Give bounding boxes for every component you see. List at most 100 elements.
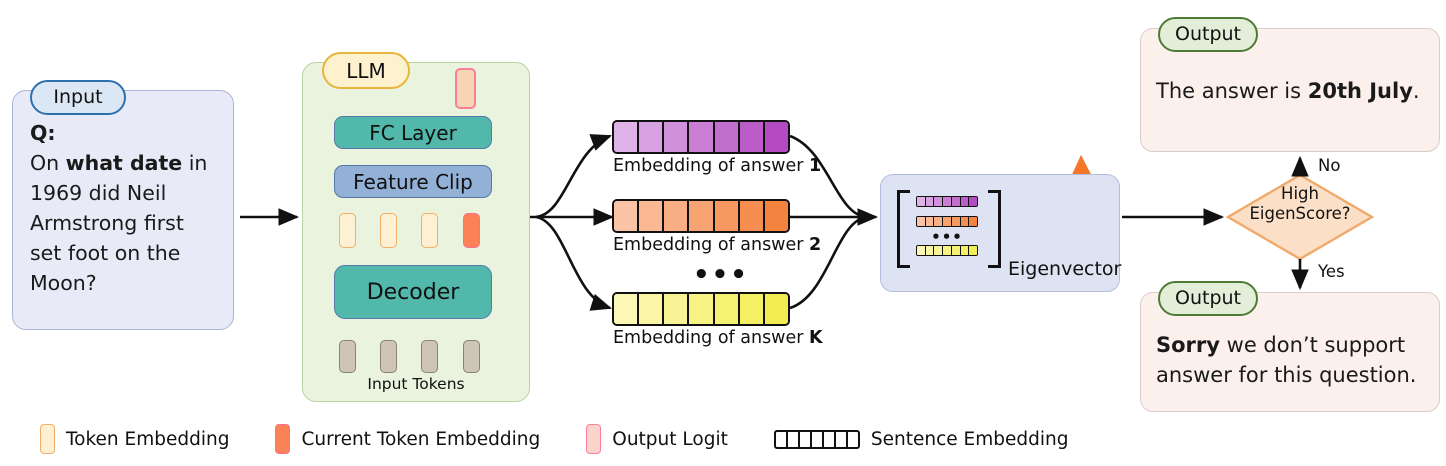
embedding-cell — [764, 294, 788, 324]
edge-label-no: No — [1318, 156, 1341, 175]
embedding-cell — [689, 201, 715, 231]
matrix-cell — [943, 246, 952, 255]
embedding-cell — [714, 294, 740, 324]
sentence-embedding-swatch — [773, 429, 860, 449]
legend-item-output-logit: Output Logit — [586, 424, 728, 454]
eigenvector-label: Eigenvector — [1008, 258, 1122, 280]
embeddings-ellipsis: ••• — [693, 260, 749, 290]
input-tag: Input — [30, 80, 126, 115]
sentence-embedding-cell — [776, 431, 788, 447]
input-question-line: 1969 did Neil — [30, 181, 167, 205]
matrix-cell — [917, 246, 926, 255]
embedding-cell — [664, 201, 690, 231]
matrix-bracket-right — [988, 190, 1001, 268]
input-question-line: Armstrong first — [30, 211, 184, 235]
matrix-cell — [960, 217, 970, 226]
matrix-cell — [925, 217, 935, 226]
input-question-line: Q: — [30, 121, 56, 145]
matrix-bracket-left — [897, 190, 910, 268]
matrix-cell — [951, 217, 961, 226]
output-bottom-text: Sorry we don’t support answer for this qu… — [1156, 330, 1436, 390]
legend: Token Embedding Current Token Embedding Ou… — [40, 419, 1114, 459]
legend-label-output-logit: Output Logit — [612, 428, 728, 450]
arrow-fanout-to-emb-1 — [535, 134, 612, 219]
embedding-cell — [739, 122, 765, 152]
output-bottom-line-2: answer for this question. — [1156, 363, 1417, 387]
embedding-cell — [639, 294, 665, 324]
matrix-row-orange — [916, 216, 978, 227]
embedding-cell — [614, 122, 640, 152]
embedding-cell — [764, 122, 788, 152]
sentence-embedding-cell — [788, 431, 800, 447]
embedding-cell — [639, 201, 665, 231]
embedding-cell — [689, 122, 715, 152]
embedding-cell — [714, 122, 740, 152]
decision-line-2: EigenScore? — [1249, 204, 1351, 223]
legend-label-current-token-embedding: Current Token Embedding — [301, 428, 541, 450]
output-top-text: The answer is 20th July. — [1156, 79, 1420, 103]
embedding-label-answer-K: Embedding of answer K — [613, 328, 823, 348]
embedding-cell — [614, 294, 640, 324]
matrix-ellipsis: ••• — [931, 228, 963, 246]
input-question-line: set foot on the — [30, 241, 181, 265]
sentence-embedding-cell — [848, 432, 858, 447]
sentence-embedding-cell — [836, 431, 848, 447]
current-token-embedding — [463, 213, 480, 248]
input-panel — [12, 90, 234, 330]
matrix-cell — [960, 246, 970, 255]
token-embedding-3 — [421, 213, 438, 248]
embedding-label-answer-1: Embedding of answer 1 — [613, 156, 822, 176]
matrix-cell — [943, 217, 952, 226]
matrix-cell — [969, 217, 977, 226]
embedding-cell — [739, 294, 765, 324]
matrix-cell — [960, 197, 970, 206]
output-bottom-line-1: Sorry we don’t support — [1156, 333, 1406, 357]
legend-item-token-embedding: Token Embedding — [40, 424, 229, 454]
matrix-cell — [969, 197, 977, 206]
legend-label-token-embedding: Token Embedding — [66, 428, 230, 450]
decision-label: High EigenScore? — [1236, 184, 1364, 224]
output-logit-token — [455, 68, 476, 109]
fc-layer-block: FC Layer — [334, 116, 492, 149]
output-top-tag: Output — [1158, 17, 1258, 52]
sentence-embedding-cell — [812, 431, 824, 447]
edge-label-yes: Yes — [1318, 262, 1345, 281]
sentence-embedding-cell — [800, 431, 812, 447]
matrix-row-purple — [916, 196, 978, 207]
embedding-cell — [664, 294, 690, 324]
embedding-label-answer-2: Embedding of answer 2 — [613, 235, 822, 255]
embedding-row-answer-1 — [612, 120, 790, 154]
llm-panel — [302, 62, 530, 402]
embedding-row-answer-2 — [612, 199, 790, 233]
output-bottom-tag: Output — [1158, 281, 1258, 316]
input-token-2 — [380, 340, 397, 373]
matrix-cell — [969, 246, 977, 255]
embedding-cell — [664, 122, 690, 152]
decision-line-1: High — [1281, 184, 1319, 203]
output-logit-swatch — [586, 424, 602, 454]
legend-item-sentence-embedding: Sentence Embedding — [773, 429, 1068, 450]
embedding-cell — [739, 201, 765, 231]
embedding-row-answer-K — [612, 292, 790, 326]
matrix-cell — [917, 217, 926, 226]
embedding-cell — [689, 294, 715, 324]
input-token-4 — [463, 340, 480, 373]
matrix-cell — [934, 197, 944, 206]
matrix-cell — [934, 246, 944, 255]
matrix-cell — [917, 197, 926, 206]
matrix-cell — [934, 217, 944, 226]
input-question-line: Moon? — [30, 271, 97, 295]
arrow-emb1-to-eigen — [789, 134, 867, 219]
decoder-block: Decoder — [334, 265, 492, 319]
input-token-1 — [339, 340, 356, 373]
arrow-emb3-to-eigen — [789, 215, 867, 310]
token-embedding-swatch — [40, 424, 55, 454]
feature-clip-block: Feature Clip — [334, 165, 492, 198]
token-embedding-2 — [380, 213, 397, 248]
embedding-cell — [639, 122, 665, 152]
current-token-embedding-swatch — [275, 424, 291, 454]
input-token-3 — [421, 340, 438, 373]
input-tokens-label: Input Tokens — [367, 375, 465, 393]
